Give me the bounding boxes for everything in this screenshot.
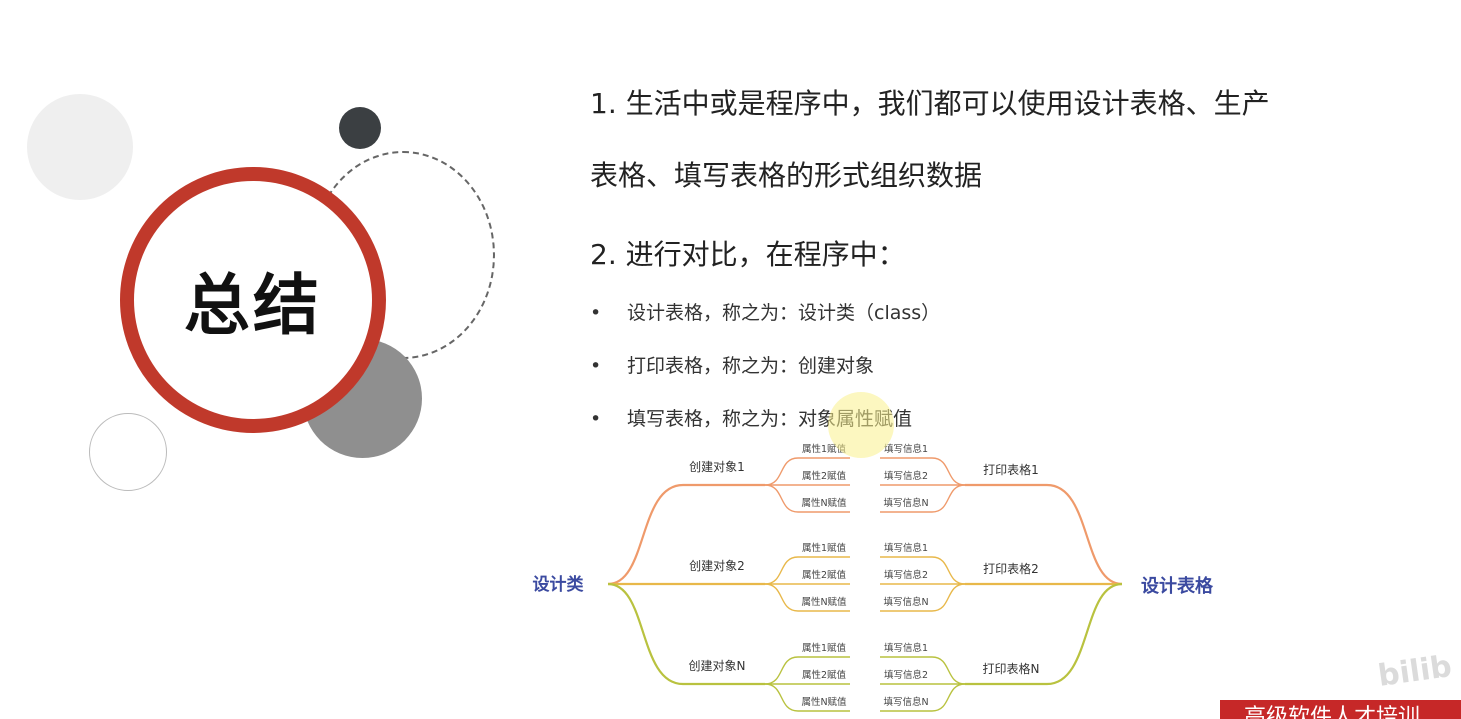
mindmap-branch-left <box>607 582 765 686</box>
mindmap-info-link <box>880 457 966 486</box>
mindmap-attr-label: 属性N赋值 <box>801 596 847 608</box>
mindmap-print-label: 打印表格1 <box>983 462 1039 477</box>
mindmap-attr-label: 属性2赋值 <box>802 569 847 581</box>
mindmap-info-label: 填写信息N <box>883 497 928 509</box>
mindmap-info-link <box>880 556 966 585</box>
mindmap-attr-link <box>764 583 850 612</box>
mindmap-attr-link <box>764 683 850 712</box>
bullet-item: • 设计表格，称之为：设计类（class） <box>590 298 940 325</box>
mindmap-branch-right <box>965 483 1123 586</box>
decor-circle-outline <box>89 413 167 491</box>
mindmap-branch-right <box>965 582 1123 686</box>
mindmap-info-label: 填写信息1 <box>884 542 928 554</box>
bullet-text: 打印表格，称之为：创建对象 <box>627 355 875 377</box>
mindmap-info-link <box>880 683 966 712</box>
bullet-dot: • <box>590 302 602 324</box>
mindmap-attr-link <box>764 457 850 486</box>
mindmap-attr-link <box>764 484 850 513</box>
mindmap-info-label: 填写信息2 <box>884 669 928 681</box>
mindmap-print-label: 打印表格N <box>983 661 1040 676</box>
bullet-item: • 打印表格，称之为：创建对象 <box>590 351 874 378</box>
mindmap-root-right: 设计表格 <box>1141 575 1214 597</box>
mindmap-info-label: 填写信息1 <box>884 642 928 654</box>
mindmap-info-link <box>880 583 966 612</box>
mindmap-object-label: 创建对象2 <box>689 559 745 573</box>
point-1-line-1: 1. 生活中或是程序中，我们都可以使用设计表格、生产 <box>590 87 1270 120</box>
mindmap-info-link <box>880 656 966 685</box>
mindmap-attr-label: 属性1赋值 <box>802 542 847 554</box>
mindmap-attr-label: 属性2赋值 <box>802 470 847 482</box>
mindmap-branch-left <box>607 483 765 586</box>
mindmap-info-label: 填写信息N <box>883 696 928 708</box>
mindmap-info-label: 填写信息2 <box>884 569 928 581</box>
mindmap-attr-link <box>764 656 850 685</box>
mindmap-root-left: 设计类 <box>533 574 585 595</box>
decor-circle-light <box>27 94 133 200</box>
mindmap-info-label: 填写信息1 <box>884 443 928 455</box>
mindmap-object-label: 创建对象N <box>689 659 746 673</box>
mindmap-attr-label: 属性N赋值 <box>801 696 847 708</box>
cursor-highlight <box>828 392 894 458</box>
point-2: 2. 进行对比，在程序中： <box>590 238 906 271</box>
decor-circle-dark <box>339 107 381 149</box>
mindmap-info-link <box>880 484 966 513</box>
mindmap-attr-link <box>764 556 850 585</box>
slide-title: 总结 <box>184 267 322 344</box>
mindmap-attr-label: 属性N赋值 <box>801 497 847 509</box>
bullet-text: 设计表格，称之为：设计类（class） <box>627 302 941 324</box>
mindmap-print-label: 打印表格2 <box>983 561 1039 576</box>
mindmap-info-label: 填写信息2 <box>884 470 928 482</box>
mindmap-info-label: 填写信息N <box>883 596 928 608</box>
bullet-dot: • <box>590 408 602 430</box>
mindmap-object-label: 创建对象1 <box>689 460 745 474</box>
mindmap-attr-label: 属性1赋值 <box>802 642 847 654</box>
promo-banner: 高级软件人才培训 <box>1220 700 1461 719</box>
bullet-dot: • <box>590 355 602 377</box>
point-1-line-2: 表格、填写表格的形式组织数据 <box>590 159 983 192</box>
mindmap-attr-label: 属性2赋值 <box>802 669 847 681</box>
